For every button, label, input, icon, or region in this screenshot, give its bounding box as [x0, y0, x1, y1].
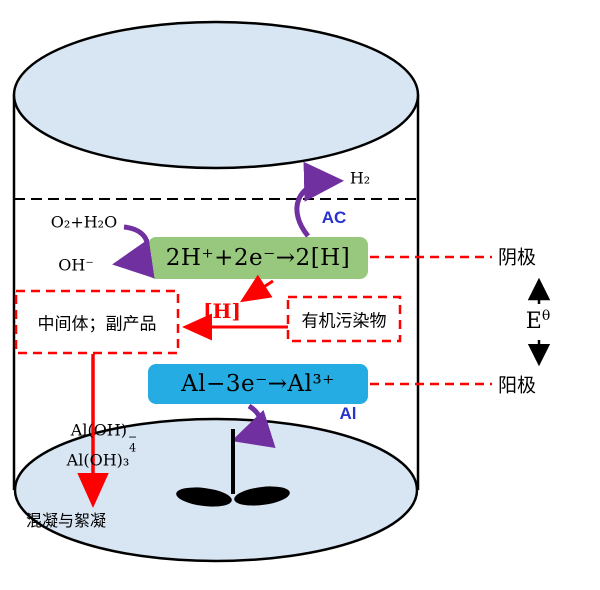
stirrer-blade-right [234, 486, 290, 506]
o2-h2o-label: O₂+H₂O [50, 212, 118, 232]
oh-label: OH⁻ [58, 255, 94, 275]
ac-electrode-label: AC [321, 208, 347, 227]
cathode-label: 阴极 [497, 246, 537, 269]
al-electrode-label: Al [339, 404, 357, 423]
aloh4-base: Al(OH) [70, 420, 128, 440]
cathode-reaction-box [148, 237, 368, 279]
hydrogen-evolution-arrow [294, 161, 344, 238]
standard-potential-label: Eθ [526, 308, 551, 334]
aloh3-label: Al(OH)₃ [66, 450, 130, 470]
coagulation-flocculation-label: 混凝与絮凝 [25, 511, 107, 530]
anode-reaction-text: Al−3e⁻→Al³⁺ [181, 371, 335, 397]
stirrer-blade-left [176, 487, 232, 507]
pollutants-box [286, 295, 402, 343]
stirrer [176, 429, 290, 507]
aloh4-superscript: − [128, 430, 138, 444]
h-generation-arrow [239, 274, 274, 303]
oxygen-reduction-arrow [112, 224, 155, 279]
anode-reaction-box [148, 364, 368, 404]
potential-superscript: θ [541, 307, 551, 324]
intermediates-label: 中间体；副产品 [37, 314, 157, 335]
anode-label: 阳极 [497, 374, 537, 397]
tank-top-ellipse [12, 20, 420, 170]
al-dissolution-arrow [231, 403, 276, 449]
active-hydrogen-label: [H] [203, 299, 241, 323]
aloh4-label: Al(OH)−4 [71, 421, 137, 454]
cathode-reaction-text: 2H⁺+2e⁻→2[H] [165, 245, 351, 271]
aloh4-charge-stack: −4 [128, 431, 137, 453]
potential-symbol: E [525, 309, 542, 335]
pollutants-label: 有机污染物 [301, 311, 387, 332]
intermediates-box [14, 289, 180, 355]
aloh4-subscript: 4 [129, 441, 137, 455]
h2-gas-label: H₂ [349, 168, 371, 188]
